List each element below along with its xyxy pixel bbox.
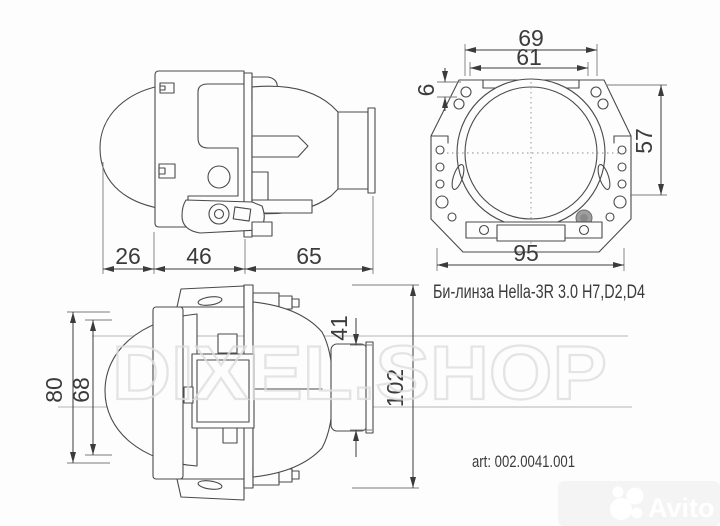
- dim-26: 26: [115, 243, 141, 269]
- dim-57: 57: [631, 128, 657, 154]
- front-view: [430, 78, 632, 253]
- dim-80: 80: [41, 377, 67, 403]
- dim-65: 65: [296, 243, 322, 269]
- dim-95: 95: [513, 240, 539, 266]
- bottom-tab: [496, 224, 566, 242]
- dixel-shop-watermark: DIXEL.SHOP: [112, 331, 607, 416]
- article-number: art: 002.0041.001: [472, 452, 575, 471]
- side-view: [99, 70, 376, 238]
- bracket-bolt: [208, 203, 230, 225]
- slot-right: [597, 164, 611, 190]
- lens-dome: [99, 83, 173, 211]
- wing-slot-upper: [197, 296, 223, 306]
- socket-cap-top: [365, 341, 374, 434]
- flank-holes-right: [605, 145, 627, 222]
- front-view-dimensions: 69 61 6 57 95: [413, 25, 667, 271]
- adjuster-hole: [207, 165, 231, 189]
- dim-41: 41: [326, 315, 352, 341]
- avito-logo-text: Avito: [648, 493, 715, 523]
- product-title: Би-линза Hella-3R 3.0 H7,D2,D4: [433, 282, 645, 303]
- dim-102: 102: [382, 369, 408, 407]
- side-block: [251, 171, 269, 205]
- dim-68: 68: [68, 377, 94, 403]
- slot-left: [451, 164, 465, 190]
- socket-cylinder: [337, 111, 369, 190]
- dim-69: 69: [518, 25, 544, 51]
- connector-tab: [251, 135, 309, 158]
- dim-46: 46: [186, 243, 212, 269]
- flank-holes-left: [435, 145, 457, 222]
- top-view: [104, 284, 374, 501]
- tab-holes: [453, 86, 609, 110]
- screw-detail-top: [159, 82, 175, 94]
- clip-lower: [222, 427, 238, 444]
- avito-watermark: Avito: [558, 481, 720, 526]
- bolt-lug: [232, 206, 252, 222]
- lower-hook: [251, 221, 273, 237]
- socket-end-cap: [367, 107, 376, 194]
- wing-slot-lower: [197, 480, 223, 490]
- dim-61: 61: [516, 44, 542, 70]
- clip-upper: [217, 333, 238, 354]
- side-view-dimensions: 26 46 65: [102, 162, 374, 274]
- holder-stub: [183, 386, 194, 404]
- bracket-plate-top: [152, 306, 184, 480]
- screw-detail-mid: [158, 163, 176, 179]
- top-view-dimensions: 80 68 41 102: [41, 284, 419, 489]
- avito-logo-icon: [610, 486, 644, 520]
- dim-6: 6: [413, 84, 439, 97]
